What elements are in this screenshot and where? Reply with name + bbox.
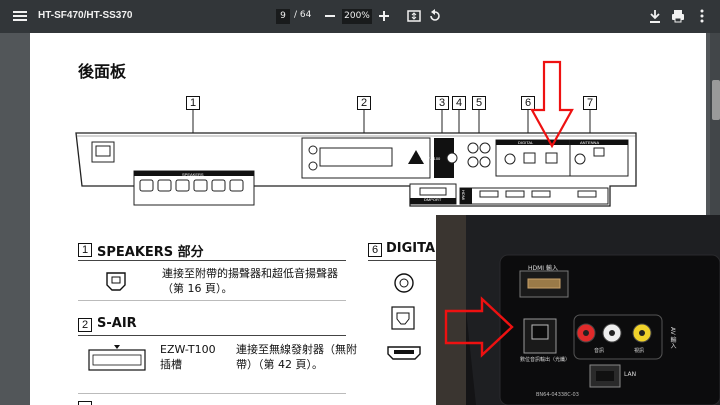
document-title: HT-SF470/HT-SS370 xyxy=(38,10,133,21)
section1-divider xyxy=(78,260,346,261)
antenna-label: ANTENNA xyxy=(580,140,600,145)
callout-5: 5 xyxy=(472,96,486,110)
ezw-slot-icon xyxy=(88,345,146,371)
rear-panel-diagram xyxy=(75,110,637,207)
callout-1: 1 xyxy=(186,96,200,110)
section2-slot-label: EZW-T100 插槽 xyxy=(160,343,216,371)
coaxial-jack-icon xyxy=(394,273,414,293)
zoom-out-button[interactable] xyxy=(322,8,338,24)
fit-page-icon[interactable] xyxy=(406,8,422,24)
page-total: / 64 xyxy=(294,10,312,20)
rotate-icon[interactable] xyxy=(427,8,443,24)
section1-description: 連接至附帶的揚聲器和超低音揚聲器 （第 16 頁）。 xyxy=(162,267,338,295)
zoom-in-button[interactable] xyxy=(376,8,392,24)
hdmi-port-icon xyxy=(387,346,421,360)
section1-title: SPEAKERS 部分 xyxy=(97,245,204,260)
section6-title: DIGITAL xyxy=(386,241,444,256)
pdf-toolbar: HT-SF470/HT-SS370 9 / 64 200% xyxy=(0,0,720,33)
callout-4: 4 xyxy=(452,96,466,110)
section1-number: 1 xyxy=(78,243,92,257)
tv-rear-photo-drawing xyxy=(436,215,720,405)
page-number-input[interactable]: 9 xyxy=(276,9,290,24)
print-icon[interactable] xyxy=(670,8,686,24)
more-options-icon[interactable] xyxy=(694,8,710,24)
section6-number: 6 xyxy=(368,243,382,257)
section2-description: 連接至無線發射器（無附帶）（第 42 頁）。 xyxy=(236,343,357,371)
speaker-terminal-icon xyxy=(106,272,126,291)
photo-optical-label: 數位音訊輸出（光纖） xyxy=(520,357,571,363)
dmport-label: DMPORT xyxy=(424,197,442,202)
section6-divider xyxy=(368,260,436,261)
ezw-label: EZW-T100 xyxy=(421,156,441,161)
tv-rear-photo: HDMI 輸入 數位音訊輸出（光纖） 音訊 視訊 AV 輸入 LAN BN64-… xyxy=(436,215,720,405)
hamburger-menu-icon[interactable] xyxy=(12,8,28,24)
zoom-input[interactable]: 200% xyxy=(342,9,372,24)
hdmi-label: HDMI xyxy=(461,190,466,201)
digital-label: DIGITAL xyxy=(518,140,534,145)
section2-bottom-divider xyxy=(78,393,346,394)
section3-number-partial xyxy=(78,401,92,405)
photo-lan-label: LAN xyxy=(624,371,637,378)
photo-model-label: BN64-04338C-03 xyxy=(536,392,579,398)
speakers-label: SPEAKERS xyxy=(182,172,204,177)
callout-2: 2 xyxy=(357,96,371,110)
photo-hdmi-label: HDMI 輸入 xyxy=(528,265,558,272)
callout-6: 6 xyxy=(521,96,535,110)
scrollbar-thumb[interactable] xyxy=(712,80,720,120)
section2-title: S-AIR xyxy=(97,316,137,331)
optical-jack-icon xyxy=(391,306,415,330)
download-icon[interactable] xyxy=(647,8,663,24)
callout-3: 3 xyxy=(435,96,449,110)
section2-number: 2 xyxy=(78,318,92,332)
section2-divider xyxy=(78,335,346,336)
photo-video-label: 視訊 xyxy=(634,348,645,354)
photo-audio-label: 音訊 xyxy=(594,348,605,354)
red-arrow-down-icon xyxy=(530,60,574,149)
section1-bottom-divider xyxy=(78,300,346,301)
callout-7: 7 xyxy=(583,96,597,110)
photo-av-label: AV 輸入 xyxy=(669,327,676,349)
page-heading: 後面板 xyxy=(78,62,127,81)
